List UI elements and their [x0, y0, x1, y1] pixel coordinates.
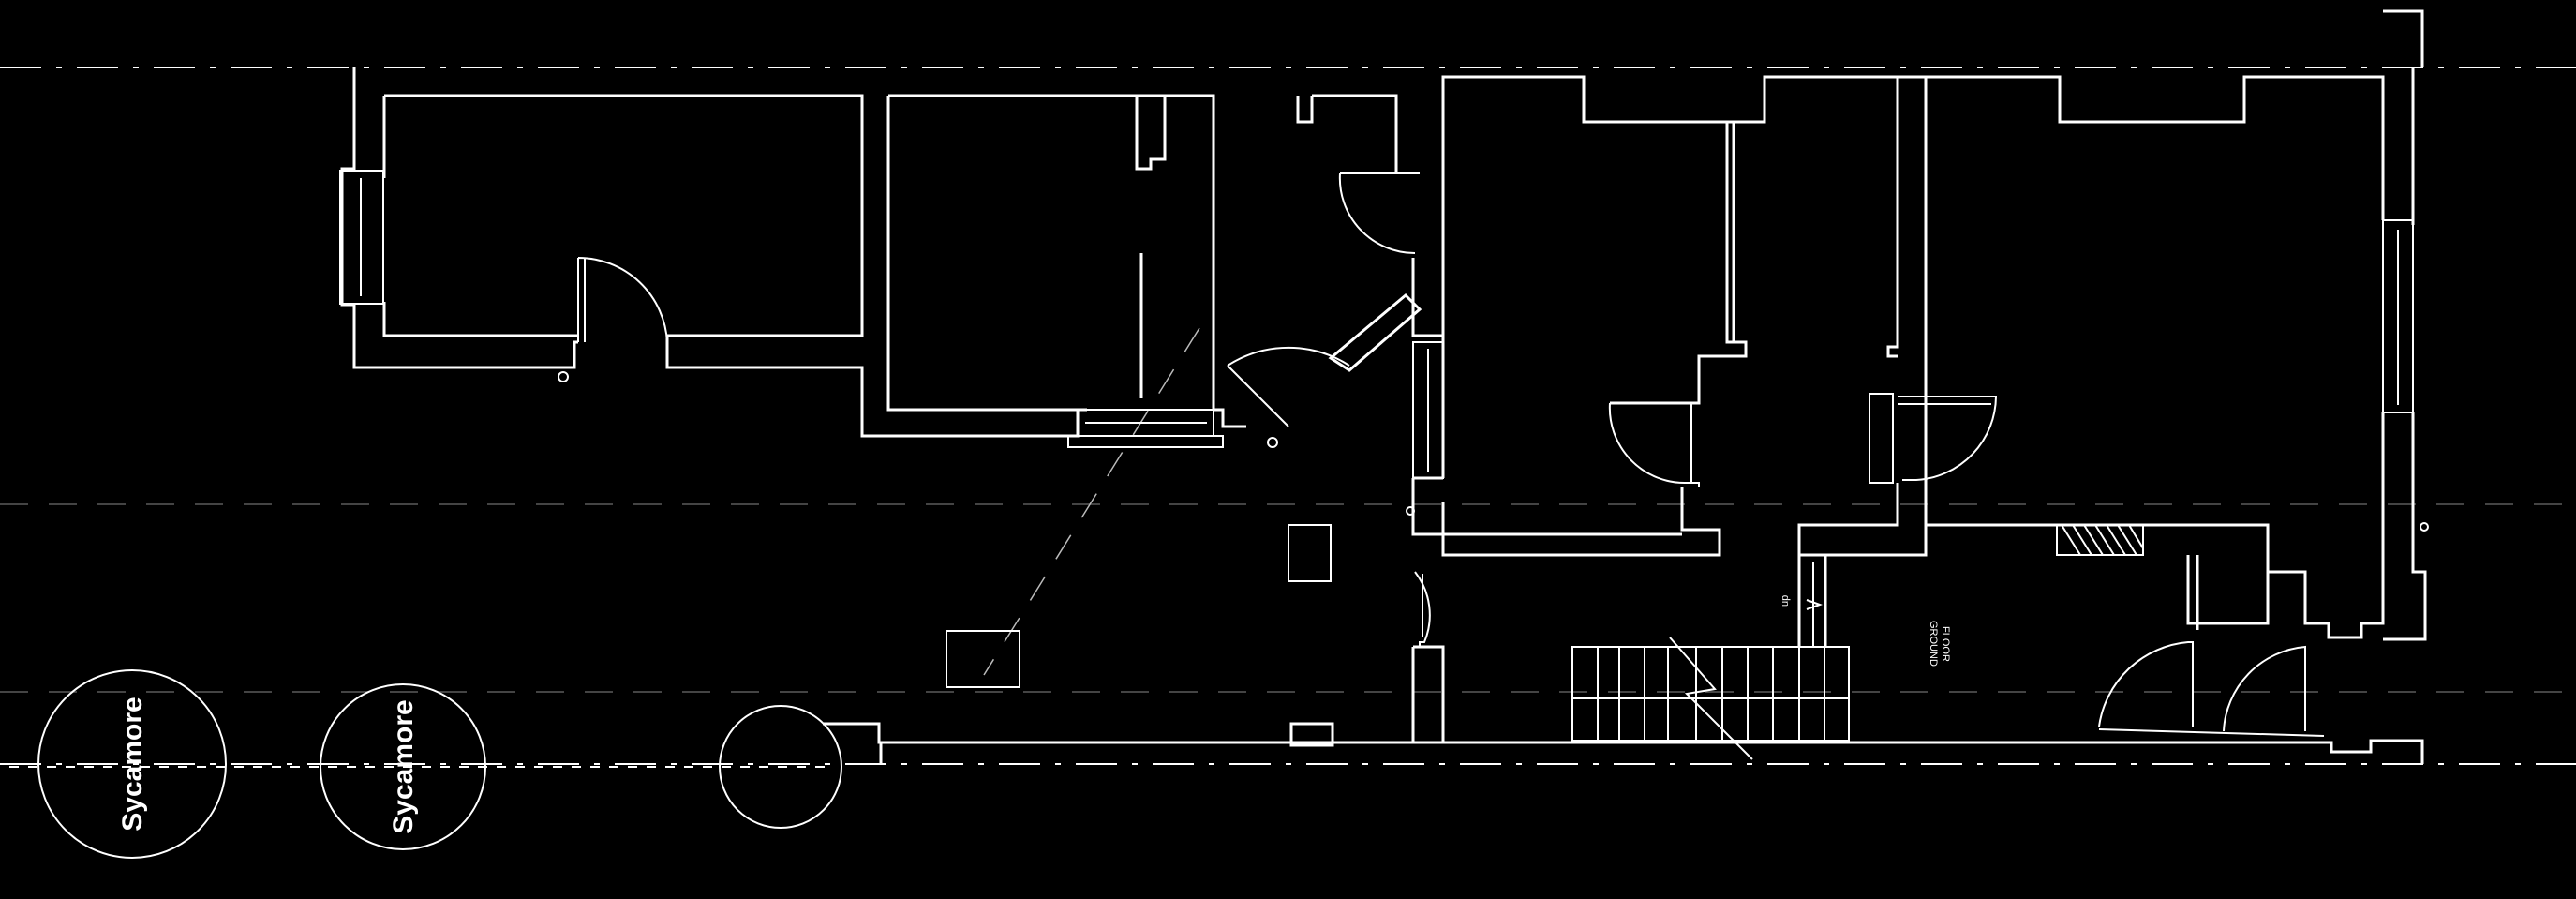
door-swing-central: [1898, 396, 1998, 481]
front-room-outer-wall: [340, 67, 1246, 438]
door-swing-porch: [1338, 172, 1420, 255]
floor-label-line2: FLOOR: [1940, 626, 1951, 662]
window-left: [339, 170, 384, 305]
middle-room-walls: [886, 94, 1215, 412]
hatched-duct: [2056, 524, 2144, 556]
rear-outer-wall: [1411, 75, 2385, 557]
stair-enclosure: [1797, 555, 1827, 647]
door-swing-entrance-right: [2223, 645, 2306, 732]
rear-inner-wall: [1413, 336, 1682, 536]
right-tower: [2383, 9, 2427, 641]
angled-wall: [1328, 292, 1422, 372]
tree-2: Sycamore: [320, 683, 486, 850]
stair-up-label: up: [1779, 595, 1791, 607]
door-swing-entrance-left: [2098, 641, 2194, 727]
door-swing-kitchen: [1608, 402, 1700, 487]
doorbell-rear: [1406, 506, 1415, 516]
doorbell-right: [2420, 522, 2429, 532]
staircase: up: [1571, 555, 1850, 760]
front-block: [339, 67, 1246, 448]
stair-treads: [1572, 647, 1849, 741]
tree-1-label: Sycamore: [117, 697, 148, 831]
front-room-inner-wall: [382, 94, 864, 342]
floor-label: GROUND FLOOR: [1928, 621, 1951, 667]
front-garden-wall: [823, 722, 2424, 764]
rear-block: [1406, 9, 2429, 641]
tree-1: Sycamore: [37, 669, 227, 859]
central-wall: [1797, 77, 1928, 557]
front-garden: [823, 571, 2424, 764]
bin-store-wall: [1411, 645, 1445, 742]
entrance-threshold: [2186, 555, 2270, 630]
tree-2-canopy: [320, 683, 486, 850]
manhole-cover: [1288, 524, 1332, 582]
site-lines: [0, 67, 2576, 768]
stair-break-line: [1669, 637, 1753, 760]
porch-wall: [1296, 94, 1398, 173]
floor-label-line1: GROUND: [1928, 621, 1939, 667]
side-entrance: [946, 94, 1422, 688]
stair-flight: [1571, 646, 1850, 742]
doorbell-angled: [1267, 437, 1278, 448]
right-window: [2382, 219, 2414, 413]
duct-hatching: [2061, 524, 2144, 556]
door-swing-left: [577, 256, 668, 343]
kitchen-partition: [1610, 122, 1748, 405]
bin-store: [946, 630, 1020, 688]
tree-3: [719, 705, 842, 829]
entrance-doors: [2098, 555, 2325, 737]
trees: Sycamore Sycamore: [37, 669, 842, 859]
doorbell-left: [558, 371, 569, 382]
tree-3-canopy: [719, 705, 842, 829]
diagonal-guide: [983, 327, 1200, 676]
stair-arrow: [1806, 562, 1823, 647]
tree-1-canopy: [37, 669, 227, 859]
window-bay-sill: [1067, 435, 1224, 448]
door-swing-angled: [1227, 346, 1350, 427]
rear-window-side: [1412, 341, 1444, 479]
tree-2-label: Sycamore: [388, 699, 419, 833]
right-room-wall: [1799, 394, 2385, 639]
bin-door-swing: [1414, 571, 1431, 647]
entrance-step: [2098, 728, 2325, 737]
fridge: [1869, 393, 1894, 484]
